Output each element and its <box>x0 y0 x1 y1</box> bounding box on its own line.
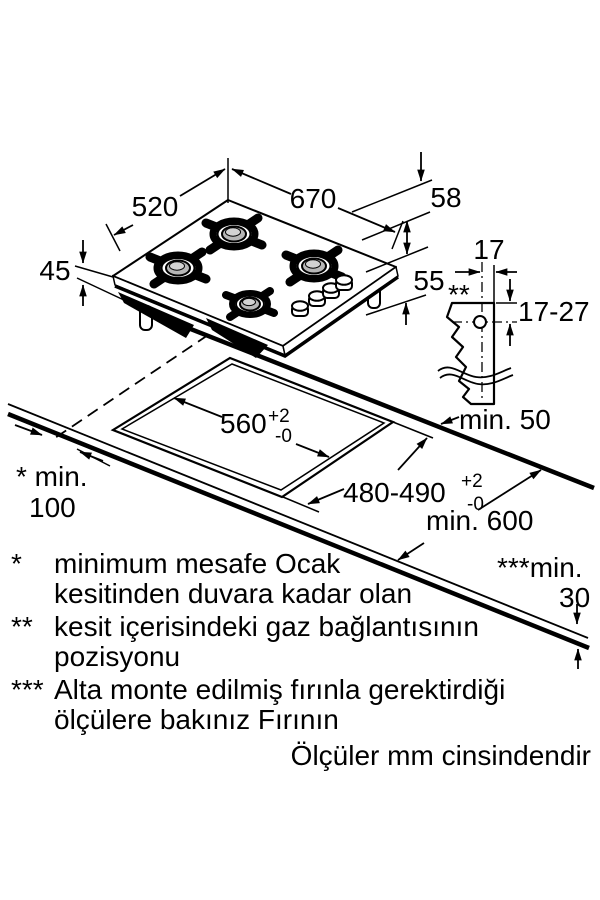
gas-connection-hole <box>473 315 487 329</box>
control-knobs <box>291 274 353 317</box>
footnote-2-text: kesit içerisindeki gaz bağlantısının poz… <box>54 611 479 672</box>
label-min30-1: ***min. <box>497 552 583 583</box>
label-45: 45 <box>39 255 70 286</box>
wall-hidden-dashed-line <box>51 334 209 441</box>
worktop-cutout-inner <box>120 363 386 491</box>
arrow-560-right <box>295 443 330 458</box>
footnote-1-text: minimum mesafe Ocak kesitinden duvara ka… <box>54 548 413 609</box>
burner-back <box>201 213 267 255</box>
arrow-520-right <box>179 168 226 197</box>
break-wave-1 <box>437 366 512 379</box>
arrow-670-left <box>231 168 292 195</box>
hob-body-left <box>118 292 194 338</box>
ext-plane-4 <box>365 294 427 316</box>
label-min600: min. 600 <box>426 505 533 536</box>
arrow-560-left <box>173 397 223 418</box>
arrow-520-left <box>113 224 134 236</box>
ext-line-left-corner <box>105 223 121 252</box>
wall-line <box>149 310 595 491</box>
ext-plane-3 <box>365 246 429 273</box>
footnote-3: *** Alta monte edilmiş fırınla gerektird… <box>0 675 600 735</box>
gas-connection-profile <box>437 262 517 406</box>
label-min30-2: 30 <box>559 582 590 613</box>
worktop-front-bottom-edge <box>7 411 590 651</box>
label-520: 520 <box>132 191 179 222</box>
hob-glass-bottom-edge <box>114 275 400 358</box>
ext-45-bottom <box>76 277 127 302</box>
worktop <box>7 310 595 651</box>
label-55: 55 <box>413 265 444 296</box>
footnote-1: * minimum mesafe Ocak kesitinden duvara … <box>0 549 600 609</box>
arrow-min100-left <box>14 424 43 436</box>
arrow-min600-bottom <box>397 542 425 561</box>
label-17-27: 17-27 <box>518 296 590 327</box>
ext-plane-2 <box>361 211 431 241</box>
worktop-front-top-edge <box>7 403 589 639</box>
label-58: 58 <box>430 182 461 213</box>
footnote-2: ** kesit içerisindeki gaz bağlantısının … <box>0 612 600 672</box>
break-wave-2 <box>439 373 514 386</box>
arrow-min50 <box>440 416 460 425</box>
ext-cutout-front <box>282 496 320 513</box>
ext-cutout-right <box>392 421 434 439</box>
hob-glass-side-right <box>282 265 399 357</box>
footnote-3-text: Alta monte edilmiş fırınla gerektirdiği … <box>54 674 506 735</box>
label-17: 17 <box>473 234 504 265</box>
burner-right <box>281 245 347 287</box>
footnote-2-marker: ** <box>11 611 33 642</box>
arrow-min600-top <box>477 469 542 511</box>
label-560: 560 <box>220 408 267 439</box>
profile-outline <box>445 301 496 406</box>
label-560-minus: -0 <box>275 426 292 447</box>
ext-line-right-corner <box>391 220 404 250</box>
knob <box>335 274 353 291</box>
footnotes: * minimum mesafe Ocak kesitinden duvara … <box>0 549 600 738</box>
label-670: 670 <box>290 183 337 214</box>
burner-left <box>145 247 211 289</box>
hob-drawing <box>111 199 400 358</box>
label-gas-marker: ** <box>448 279 470 310</box>
label-480-plus: +2 <box>461 471 483 492</box>
label-min100-1: * min. <box>16 461 88 492</box>
burner-front <box>222 287 278 321</box>
label-560-plus: +2 <box>268 406 290 427</box>
label-480-490: 480-490 <box>343 477 446 508</box>
arrow-670-right <box>337 207 396 233</box>
arrow-480-left <box>307 488 345 505</box>
ext-45-top <box>74 265 114 278</box>
label-min50: min. 50 <box>459 404 551 435</box>
hob-body-front <box>206 318 268 358</box>
dimensions: 520 670 45 58 55 17 17-27 ** 560 +2 -0 <box>14 152 590 669</box>
ext-plane-1 <box>351 179 433 213</box>
units-note: Ölçüler mm cinsindendir <box>290 740 591 771</box>
arrow-480-right <box>397 437 428 471</box>
arrow-min100-right <box>79 451 104 462</box>
knob <box>291 300 309 317</box>
footnote-1-marker: * <box>11 548 22 579</box>
label-min100-2: 100 <box>29 492 76 523</box>
footnote-3-marker: *** <box>11 674 44 705</box>
